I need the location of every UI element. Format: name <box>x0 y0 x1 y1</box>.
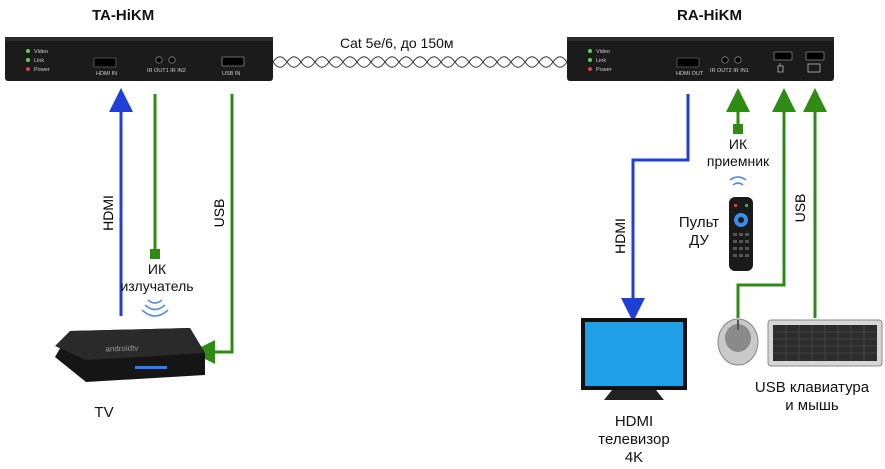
display-label-line2: телевизор <box>598 431 670 448</box>
rx-usb-port-1 <box>773 51 793 61</box>
transmitter-title: TA-HiKM <box>92 7 155 24</box>
rx-ir-port-label: IR OUT2 IR IN1 <box>710 68 749 74</box>
left-usb-arrow <box>191 94 234 364</box>
box-brand-text: androidtv <box>105 343 138 353</box>
android-tv-box <box>55 328 205 382</box>
ir-receiver-label: ИК приемник <box>693 136 783 170</box>
source-label: TV <box>94 404 114 421</box>
transmitter-device <box>5 37 273 81</box>
tx-led-label-video: Video <box>34 49 48 55</box>
kbd-mouse-label: USB клавиатура и мышь <box>740 379 884 415</box>
right-mouse-usb-arrow <box>736 88 796 318</box>
tx-ir-out-port <box>155 56 163 64</box>
receiver-title: RA-HiKM <box>677 7 742 24</box>
rx-mouse-port-icon <box>777 63 784 73</box>
rx-ir-in-port <box>734 56 742 64</box>
receiver-device <box>567 37 834 81</box>
left-hdmi-label: HDMI <box>100 195 116 231</box>
rx-hdmi-port <box>676 57 700 68</box>
computer-keyboard <box>767 319 883 367</box>
display-label-line1: HDMI <box>614 413 654 430</box>
tx-power-led <box>26 67 30 71</box>
ir-emitter-label-line1: ИК <box>147 261 167 277</box>
right-usb-label: USB <box>792 194 808 223</box>
remote-label: Пульт ДУ <box>669 214 729 250</box>
ir-receiver-label-line1: ИК <box>728 136 748 152</box>
rx-keyboard-port-icon <box>807 63 821 73</box>
ir-emitter-label-line2: излучатель <box>120 278 194 294</box>
rx-led-label-video: Video <box>596 49 610 55</box>
ir-emitter-signal-icon <box>141 299 169 317</box>
rx-hdmi-port-label: HDMI OUT <box>676 71 704 77</box>
tx-link-led <box>26 58 30 62</box>
tx-ir-in-port <box>168 56 176 64</box>
tx-usb-port-label: USB IN <box>222 71 240 77</box>
ir-receiver-signal-icon <box>729 176 747 186</box>
tx-led-label-power: Power <box>34 67 50 73</box>
ir-emitter-label: ИК излучатель <box>107 261 207 295</box>
rx-usb-port-2 <box>805 51 825 61</box>
remote-label-line2: ДУ <box>689 232 709 249</box>
right-hdmi-arrow <box>621 94 690 322</box>
computer-mouse <box>717 318 759 366</box>
rx-led-label-power: Power <box>596 67 612 73</box>
tx-ir-port-label: IR OUT1 IR IN2 <box>147 68 186 74</box>
box-status-light <box>135 366 167 369</box>
rx-led-label-link: Link <box>596 58 606 64</box>
kbd-mouse-label-line1: USB клавиатура <box>754 379 870 396</box>
remote-control <box>729 197 753 271</box>
left-usb-label: USB <box>211 199 227 228</box>
rx-link-led <box>588 58 592 62</box>
ir-receiver-icon <box>733 124 743 134</box>
display-label: HDMI телевизор 4K <box>584 413 684 467</box>
ir-emitter-icon <box>150 249 160 259</box>
tx-video-led <box>26 49 30 53</box>
tx-usb-port <box>221 56 245 67</box>
cable-label: Cat 5e/6, до 150м <box>340 35 454 51</box>
twisted-pair-cable <box>272 56 568 68</box>
rx-video-led <box>588 49 592 53</box>
rx-ir-out-port <box>721 56 729 64</box>
tx-hdmi-port-label: HDMI IN <box>96 71 117 77</box>
display-label-line3: 4K <box>624 449 644 466</box>
ir-receiver-label-line2: приемник <box>706 153 770 169</box>
tx-led-label-link: Link <box>34 58 44 64</box>
hdmi-tv-monitor <box>581 318 687 400</box>
rx-power-led <box>588 67 592 71</box>
remote-label-line1: Пульт <box>678 214 720 231</box>
kbd-mouse-label-line2: и мышь <box>785 397 839 414</box>
right-hdmi-label: HDMI <box>612 218 628 254</box>
tx-hdmi-port <box>93 57 117 68</box>
